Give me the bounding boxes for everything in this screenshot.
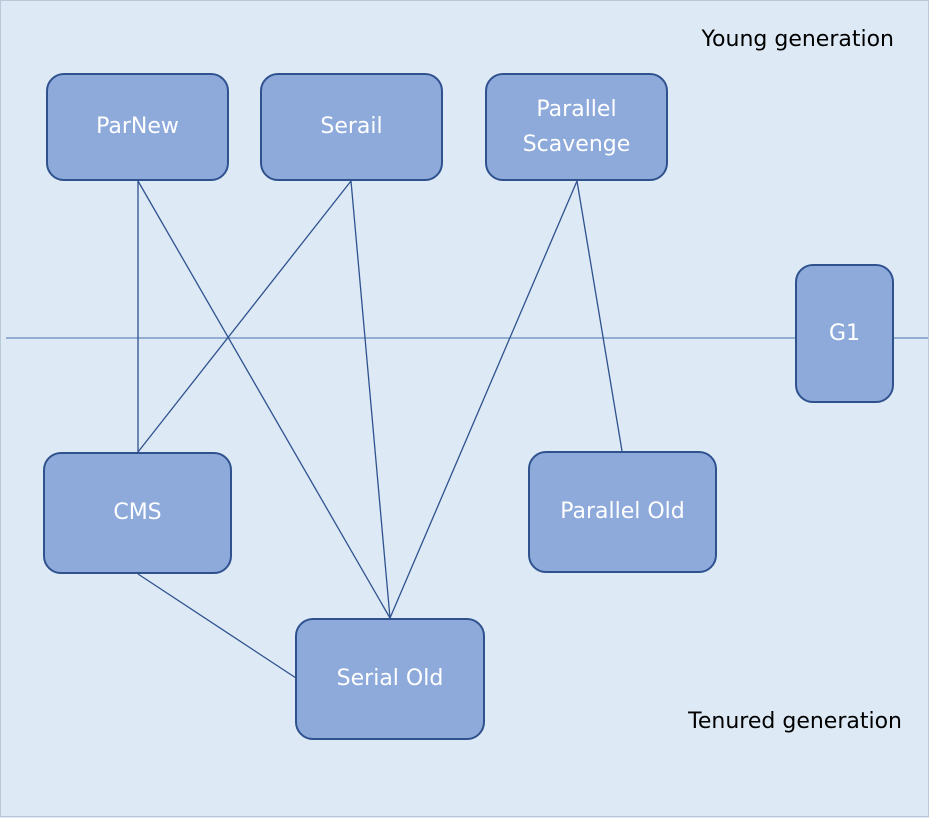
edge-cms-serial-old — [137, 573, 297, 679]
node-g1-label: G1 — [828, 320, 861, 346]
node-parallel-scavenge-label: Parallel Scavenge — [522, 96, 631, 157]
edge-parallel-scavenge-serial-old — [389, 180, 578, 619]
node-parallel-scavenge[interactable]: Parallel Scavenge — [485, 73, 668, 181]
tenured-generation-label: Tenured generation — [688, 709, 902, 734]
node-cms[interactable]: CMS — [43, 452, 232, 574]
node-parallel-old-label: Parallel Old — [560, 499, 685, 525]
young-generation-label: Young generation — [701, 27, 894, 52]
node-serial-old[interactable]: Serial Old — [295, 618, 485, 740]
node-parallel-old[interactable]: Parallel Old — [528, 451, 717, 573]
edge-serail-cms — [137, 180, 352, 453]
node-parnew-label: ParNew — [96, 114, 179, 140]
node-g1[interactable]: G1 — [795, 264, 894, 403]
node-parnew[interactable]: ParNew — [46, 73, 229, 181]
edge-serail-serial-old — [350, 180, 391, 619]
edge-parallel-scavenge-parallel-old — [576, 180, 623, 452]
node-cms-label: CMS — [113, 500, 162, 526]
node-serial-old-label: Serial Old — [336, 666, 444, 692]
edge-parnew-serial-old — [137, 180, 391, 619]
node-serail[interactable]: Serail — [260, 73, 443, 181]
node-serail-label: Serail — [320, 114, 383, 140]
